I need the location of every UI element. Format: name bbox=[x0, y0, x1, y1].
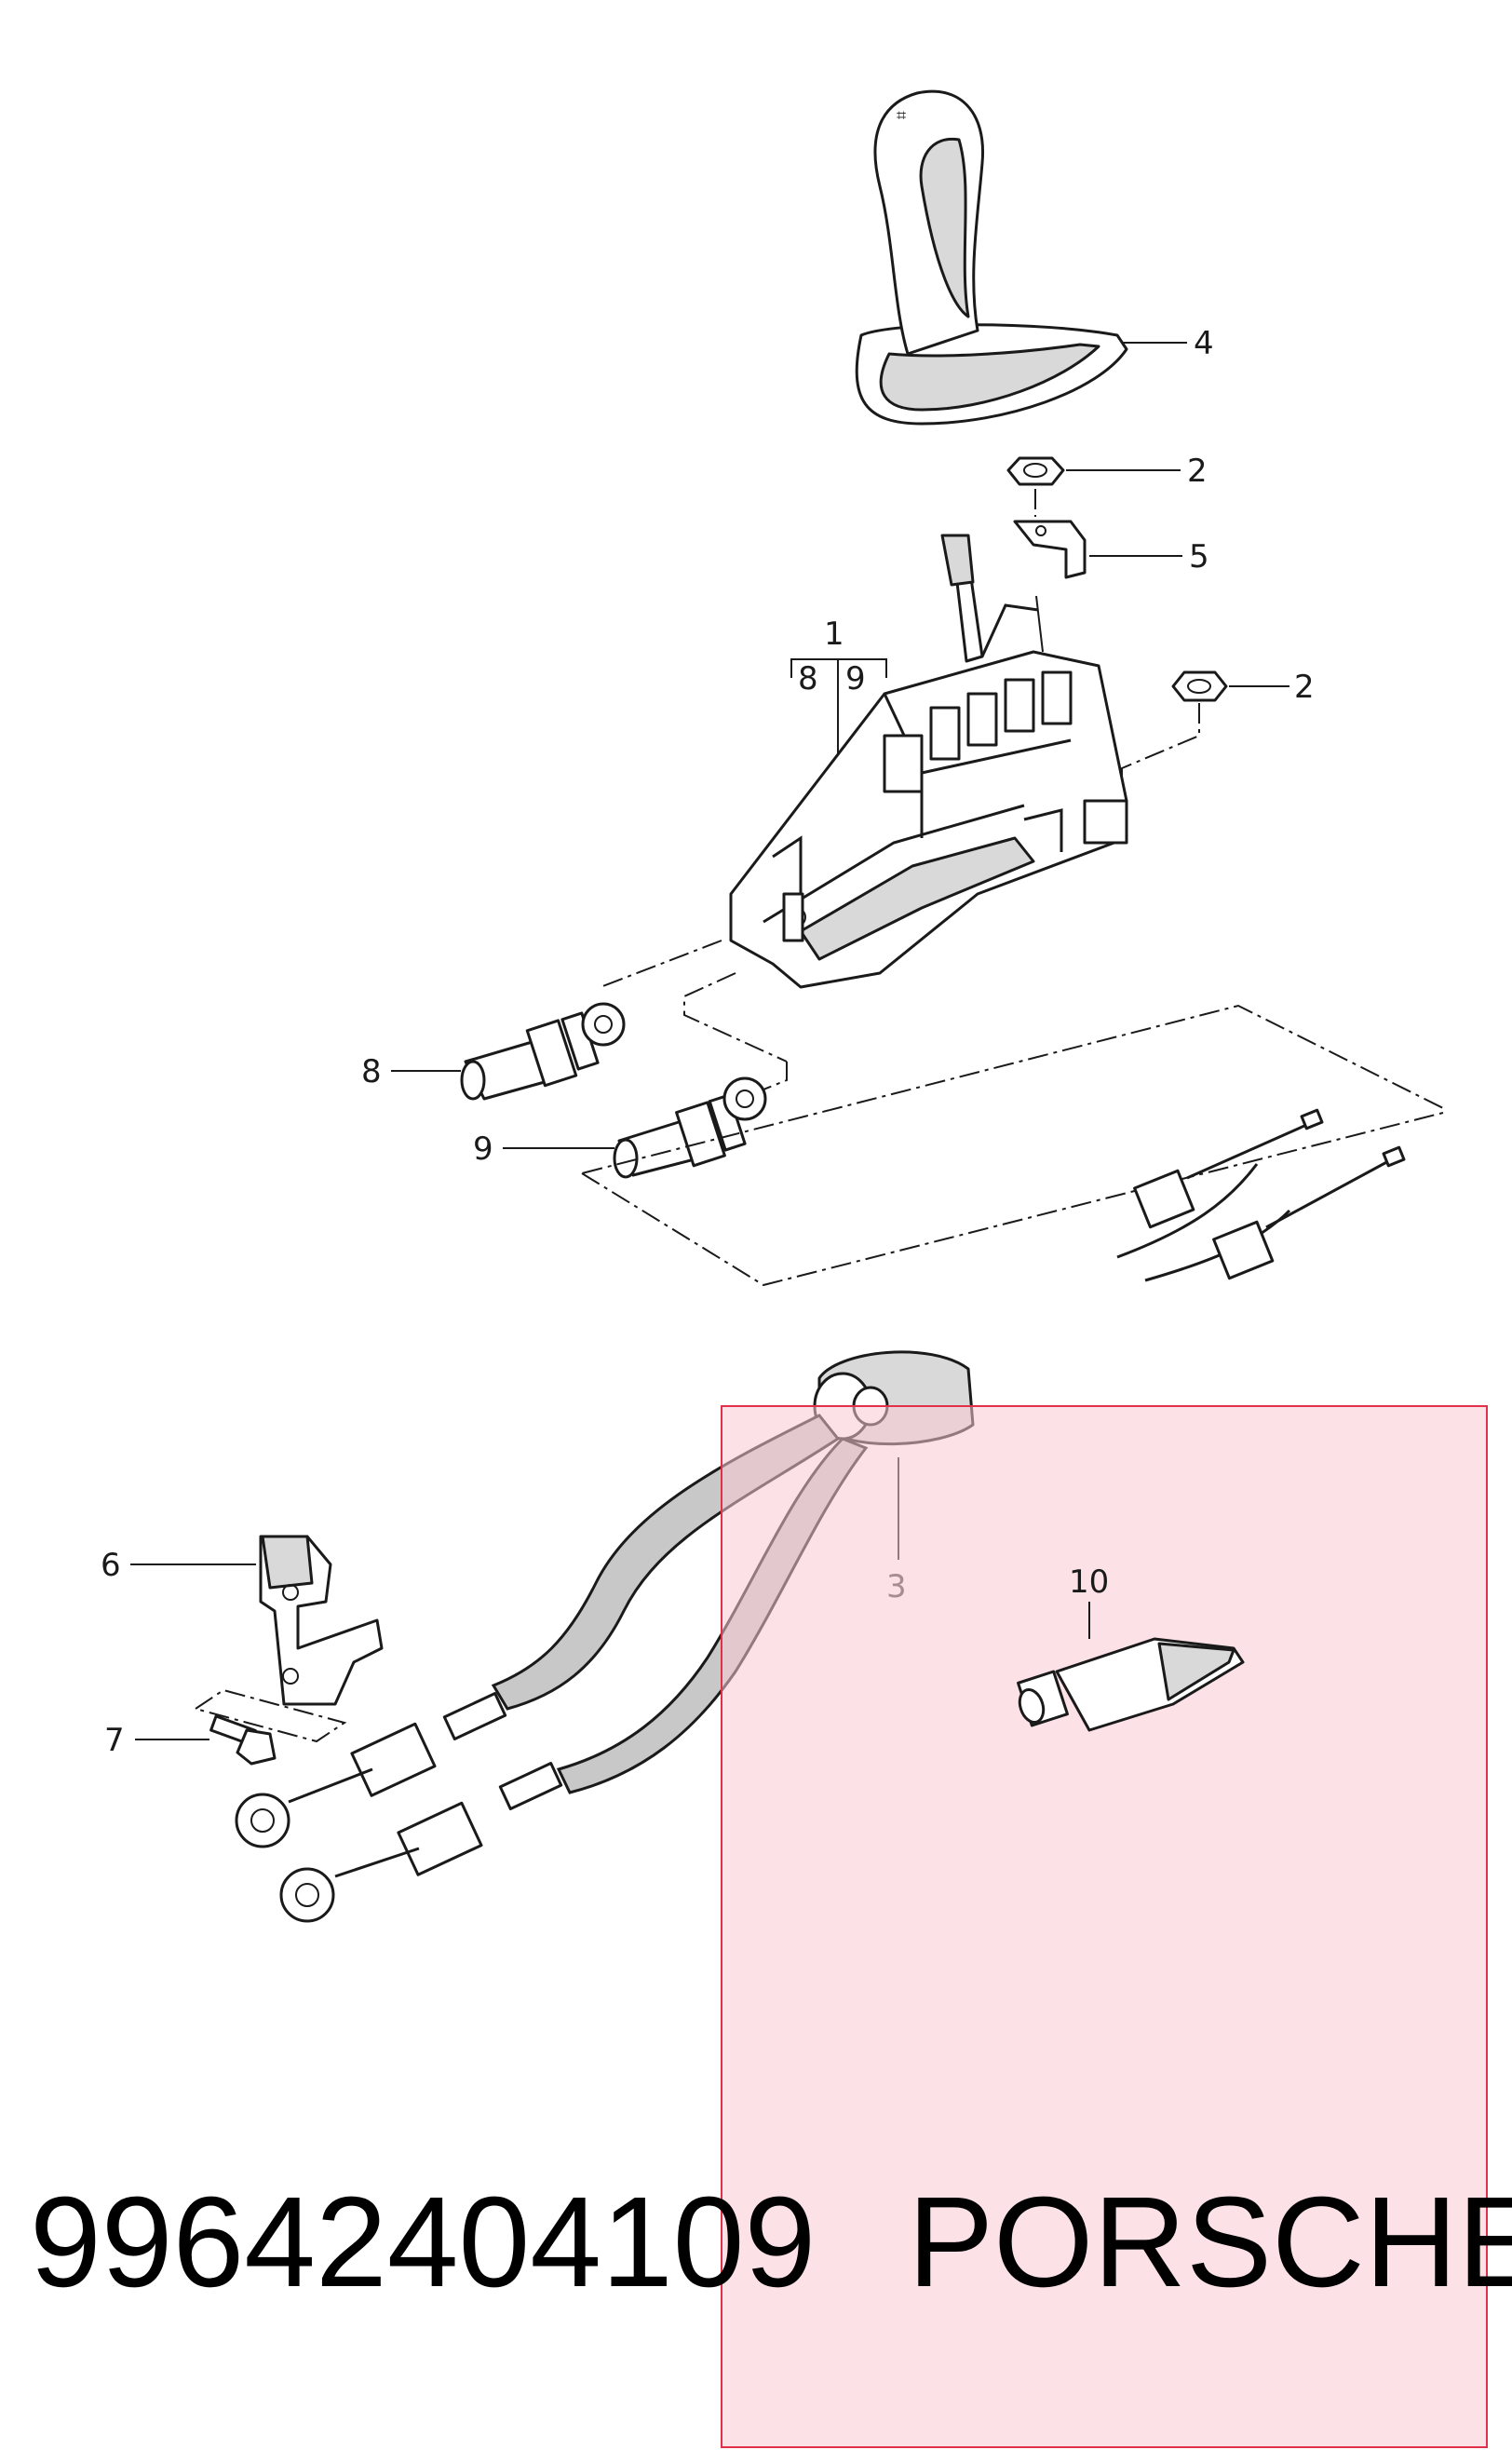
highlight-overlay bbox=[721, 1405, 1488, 2448]
grease-tube-10 bbox=[1017, 1637, 1245, 1732]
gear-knob-assembly: ⌗ bbox=[855, 89, 1128, 426]
callout-8: 8 bbox=[361, 1053, 382, 1090]
mounting-bracket-6 bbox=[259, 1535, 384, 1706]
callout-1-sub8: 8 bbox=[798, 660, 818, 697]
callout-4: 4 bbox=[1194, 325, 1214, 362]
callout-7: 7 bbox=[104, 1722, 125, 1759]
brand-name: PORSCHE bbox=[908, 2171, 1512, 2314]
part-number: 99642404109 bbox=[30, 2171, 816, 2314]
callout-6: 6 bbox=[101, 1547, 121, 1584]
hex-nut-top bbox=[1006, 456, 1065, 486]
hex-nut-right bbox=[1171, 670, 1228, 702]
cable-end-9 bbox=[613, 1076, 767, 1179]
callout-10: 10 bbox=[1069, 1563, 1109, 1601]
bracket-clip bbox=[1013, 520, 1087, 579]
callout-1: 1 bbox=[824, 616, 844, 653]
svg-text:⌗: ⌗ bbox=[897, 106, 906, 126]
callout-1-sub9: 9 bbox=[845, 660, 866, 697]
shifter-mechanism bbox=[729, 534, 1128, 989]
callout-2b: 2 bbox=[1294, 669, 1315, 706]
callout-2a: 2 bbox=[1187, 453, 1208, 490]
callout-9: 9 bbox=[473, 1130, 493, 1168]
callout-5: 5 bbox=[1189, 538, 1209, 575]
bolt-7 bbox=[209, 1714, 277, 1766]
cable-end-8 bbox=[460, 1002, 626, 1101]
